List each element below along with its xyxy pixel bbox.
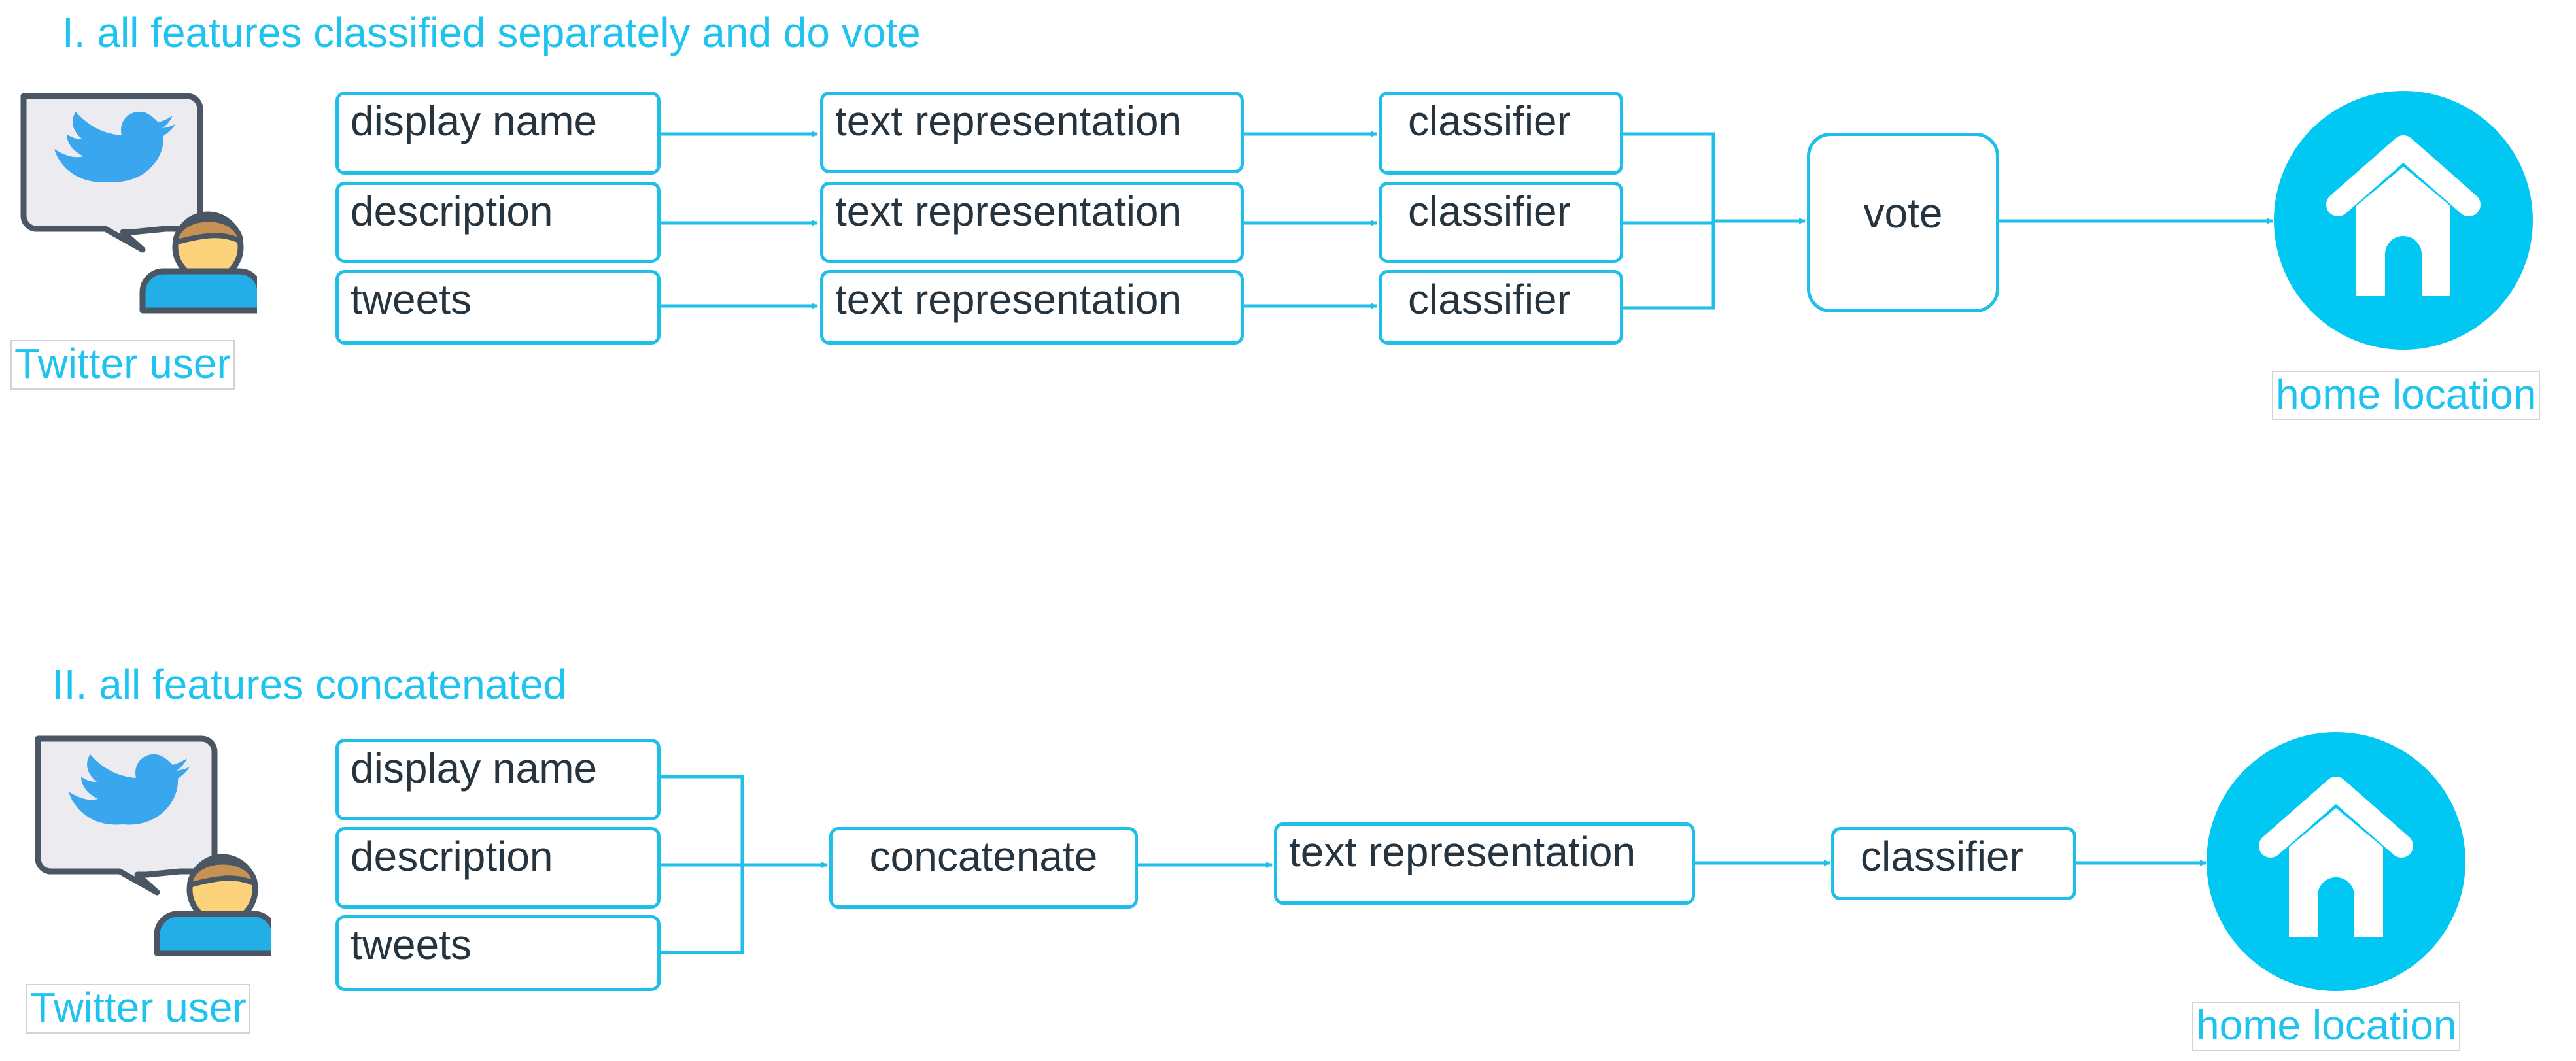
s1-feature-description: description — [335, 182, 661, 263]
s2-feature-description: description — [335, 827, 661, 909]
home-location-icon — [2274, 91, 2533, 350]
s1-text-representation-3: text representation — [820, 270, 1244, 345]
s1-classifier-1: classifier — [1379, 92, 1623, 175]
s2-classifier: classifier — [1831, 827, 2076, 900]
feature-label: tweets — [351, 921, 472, 968]
classifier-label: classifier — [1861, 833, 2023, 880]
s2-feature-display-name: display name — [335, 739, 661, 820]
feature-label: tweets — [351, 276, 472, 323]
vote-label: vote — [1863, 190, 1943, 237]
concatenate-label: concatenate — [869, 833, 1098, 880]
section1-title: I. all features classified separately an… — [62, 9, 921, 56]
representation-label: text representation — [835, 188, 1182, 235]
home-location-icon — [2207, 732, 2465, 991]
classifier-label: classifier — [1408, 276, 1571, 323]
section2-title: II. all features concatenated — [52, 661, 567, 708]
representation-label: text representation — [1289, 828, 1636, 875]
s1-text-representation-2: text representation — [820, 182, 1244, 263]
twitter-user-label: Twitter user — [10, 340, 235, 390]
feature-label: display name — [351, 97, 598, 144]
s1-text-representation-1: text representation — [820, 92, 1244, 173]
home-location-label: home location — [2192, 1002, 2461, 1051]
twitter-user-icon — [35, 735, 271, 956]
s1-feature-display-name: display name — [335, 92, 661, 175]
concatenate-box: concatenate — [829, 827, 1138, 909]
vote-box: vote — [1807, 133, 1999, 312]
bracket-s1-classifiers — [1623, 132, 1715, 310]
classifier-label: classifier — [1408, 188, 1571, 235]
twitter-user-icon — [20, 93, 257, 314]
s2-text-representation: text representation — [1274, 822, 1695, 905]
home-location-label: home location — [2272, 371, 2541, 420]
feature-label: display name — [351, 745, 598, 792]
feature-label: description — [351, 188, 553, 235]
classifier-label: classifier — [1408, 97, 1571, 144]
s1-classifier-2: classifier — [1379, 182, 1623, 263]
representation-label: text representation — [835, 97, 1182, 144]
twitter-user-label: Twitter user — [26, 984, 250, 1034]
representation-label: text representation — [835, 276, 1182, 323]
s1-feature-tweets: tweets — [335, 270, 661, 345]
s2-feature-tweets: tweets — [335, 915, 661, 991]
s1-classifier-3: classifier — [1379, 270, 1623, 345]
feature-label: description — [351, 833, 553, 880]
